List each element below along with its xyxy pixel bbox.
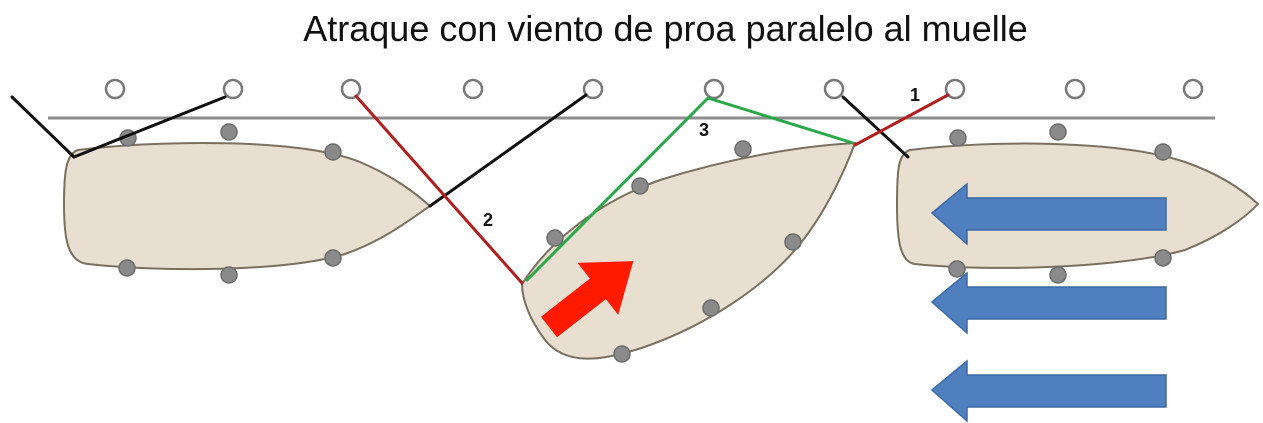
line-1 <box>853 93 950 147</box>
fender <box>1154 143 1172 161</box>
fender <box>118 259 136 277</box>
line-right-stern <box>841 95 910 159</box>
fender <box>1049 266 1067 284</box>
fender <box>613 345 631 363</box>
line-left-bow <box>428 93 588 208</box>
fender <box>220 266 238 284</box>
bollard <box>222 78 244 100</box>
fender <box>324 249 342 267</box>
wind-arrow-icon <box>930 271 1167 335</box>
fender <box>702 299 720 317</box>
fender <box>631 177 649 195</box>
boat-docking-hull <box>520 141 857 360</box>
fender <box>220 123 238 141</box>
line-left-spring <box>72 95 227 159</box>
wind-arrow-icon <box>930 359 1167 423</box>
line-2 <box>354 94 524 285</box>
bollard <box>582 78 604 100</box>
bollard <box>104 78 126 100</box>
bollard <box>1182 78 1204 100</box>
fender <box>784 233 802 251</box>
wind-arrow-icon <box>930 182 1167 246</box>
fender <box>949 129 967 147</box>
bollards <box>104 78 1204 100</box>
fender <box>1049 123 1067 141</box>
bollard <box>462 78 484 100</box>
red-lines <box>354 93 950 285</box>
boat-docking <box>520 140 857 363</box>
diagram-title: Atraque con viento de proa paralelo al m… <box>303 8 1028 49</box>
fender <box>948 260 966 278</box>
boat-docking-fenders <box>546 140 802 363</box>
bollard <box>703 78 725 100</box>
fender <box>734 140 752 158</box>
bollard <box>823 78 845 100</box>
wind-arrows <box>930 182 1167 423</box>
bollard <box>1064 78 1086 100</box>
bollard <box>340 78 362 100</box>
boat-left-hull <box>62 141 432 271</box>
motion-arrow-icon <box>541 261 634 338</box>
black-lines <box>10 93 910 208</box>
bollard <box>944 78 966 100</box>
line-left-stern <box>10 95 76 159</box>
line-1-label: 1 <box>910 85 920 105</box>
line-2-label: 2 <box>483 210 493 230</box>
line-3 <box>524 96 854 283</box>
fender <box>1154 249 1172 267</box>
boat-left <box>62 123 432 284</box>
line-3-label: 3 <box>699 120 709 140</box>
boat-right-fenders <box>948 123 1172 284</box>
fender <box>324 143 342 161</box>
fender <box>546 229 564 247</box>
